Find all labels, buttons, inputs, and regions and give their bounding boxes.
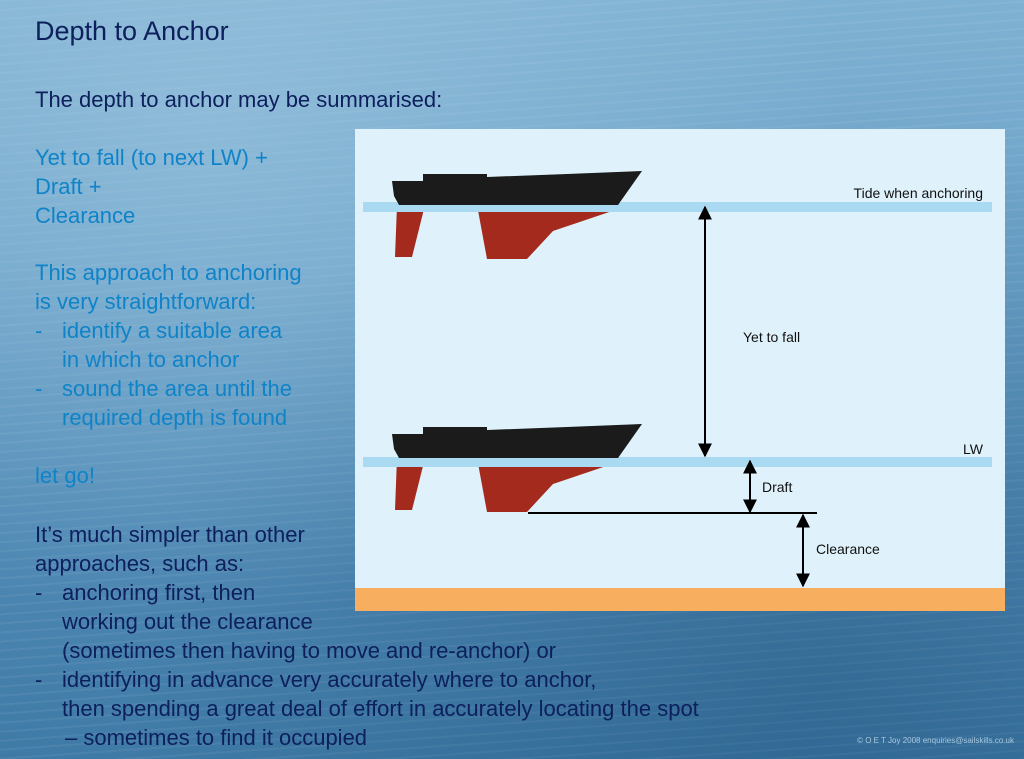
keel [477,458,630,512]
bullet-dash: - [35,318,43,343]
comparison-bullet-1-cont-2: (sometimes then having to move and re-an… [62,638,557,663]
boat-at-lw [395,458,630,512]
lw-label: LW [963,441,984,457]
formula-line-clearance: Clearance [35,203,136,228]
approach-bullet-1: -identify a suitable area [35,316,302,345]
comparison-bullet-2-cont-2: – sometimes to find it occupied [65,725,368,750]
approach-bullet-1-text: identify a suitable area [62,318,283,343]
comparison-bullet-2-text: identifying in advance very accurately w… [62,667,597,692]
comparison-bullet-2: -identifying in advance very accurately … [35,665,699,694]
formula-block: Yet to fall (to next LW) + Draft + Clear… [35,143,268,230]
let-go-line: let go! [35,463,95,488]
bullet-dash: - [35,376,43,401]
slide-title: Depth to Anchor [35,16,229,46]
rudder [395,458,425,510]
comparison-bullet-1-cont-1: working out the clearance [62,609,313,634]
bullet-dash: - [35,580,43,605]
comparison-line-1: It’s much simpler than other [35,522,305,547]
bullet-dash: - [35,667,43,692]
copyright-notice: © O E T Joy 2008 enquiries@sailskills.co… [857,736,1014,745]
approach-block: This approach to anchoring is very strai… [35,258,302,432]
approach-bullet-2-cont: required depth is found [62,405,288,430]
draft-label: Draft [762,479,792,495]
tide-label: Tide when anchoring [854,185,983,201]
tide-water-line [363,202,992,212]
approach-line-1: This approach to anchoring [35,260,302,285]
comparison-bullet-1: -anchoring first, then [35,578,699,607]
approach-bullet-2: -sound the area until the [35,374,302,403]
anchoring-depth-diagram: Tide when anchoring LW Yet to fall Draft… [355,129,1005,611]
hull-topside [392,171,642,205]
intro-text: The depth to anchor may be summarised: [35,87,443,112]
boat-at-anchoring [395,205,630,259]
keel [477,205,630,259]
approach-bullet-2-text: sound the area until the [62,376,292,401]
hull-topside [392,424,642,458]
comparison-block: It’s much simpler than other approaches,… [35,520,699,752]
clearance-label: Clearance [816,541,880,557]
formula-line-draft: Draft + [35,174,102,199]
seabed [355,588,1005,611]
lw-water-line [363,457,992,467]
comparison-line-2: approaches, such as: [35,551,245,576]
comparison-bullet-2-cont-1: then spending a great deal of effort in … [62,696,699,721]
comparison-bullet-1-text: anchoring first, then [62,580,256,605]
formula-line-yet-to-fall: Yet to fall (to next LW) + [35,145,268,170]
rudder [395,205,425,257]
approach-line-2: is very straightforward: [35,289,257,314]
let-go-text: let go! [35,461,95,490]
yet-to-fall-label: Yet to fall [743,329,800,345]
approach-bullet-1-cont: in which to anchor [62,347,240,372]
